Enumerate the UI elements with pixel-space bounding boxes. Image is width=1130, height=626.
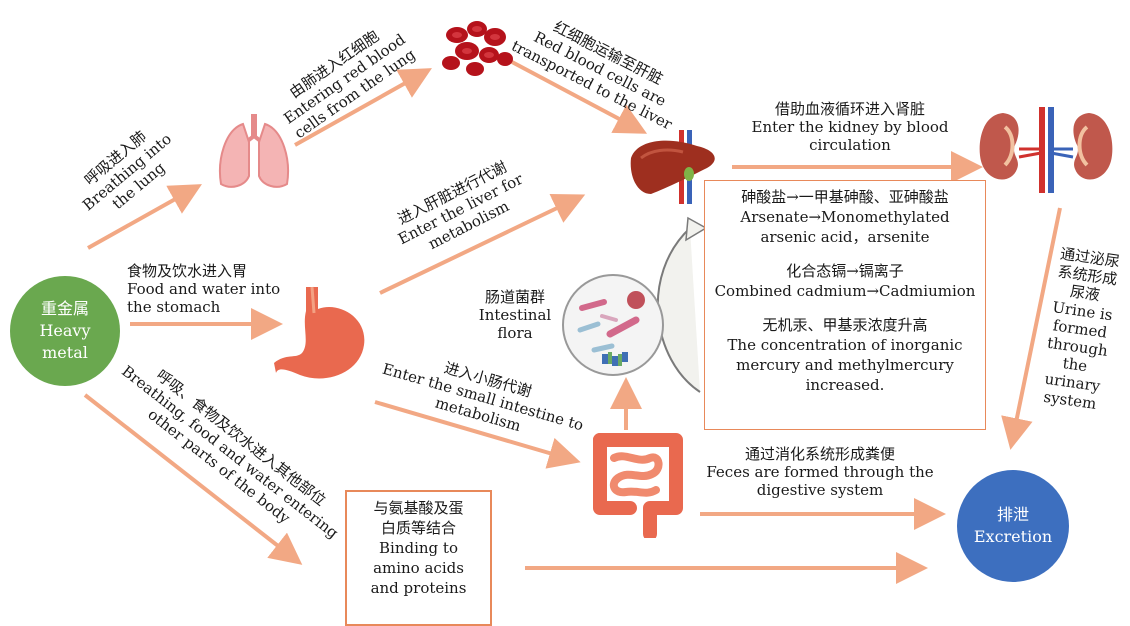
metab-mercury-zh: 无机汞、甲基汞浓度升高 — [705, 315, 985, 335]
heavy-metal-en-1: Heavy — [39, 320, 90, 342]
heavy-metal-zh: 重金属 — [41, 298, 89, 320]
intestine-icon — [590, 430, 686, 538]
label-to-kidney-en1: Enter the kidney by blood — [740, 118, 960, 136]
label-food-stomach-en1: Food and water into — [127, 280, 287, 298]
metab-cadmium-zh: 化合态镉→镉离子 — [705, 261, 985, 281]
label-intestinal-flora-en2: flora — [470, 324, 560, 342]
label-intestinal-flora: 肠道菌群 Intestinal flora — [470, 288, 560, 342]
label-feces-zh: 通过消化系统形成粪便 — [700, 445, 940, 463]
stomach-icon — [272, 283, 372, 385]
label-food-stomach-zh: 食物及饮水进入胃 — [127, 262, 287, 280]
label-feces: 通过消化系统形成粪便 Feces are formed through the … — [700, 445, 940, 499]
binding-zh2: 白质等结合 — [347, 518, 490, 538]
metab-cadmium-en: Combined cadmium→Cadmiumion — [705, 281, 985, 301]
label-food-stomach-en2: the stomach — [127, 298, 287, 316]
kidney-icon — [975, 105, 1117, 195]
intestinal-flora-icon — [560, 272, 666, 378]
binding-en1: Binding to — [347, 538, 490, 558]
heavy-metal-node: 重金属 Heavy metal — [10, 276, 120, 386]
metab-mercury-en1: The concentration of inorganic — [705, 335, 985, 355]
metab-arsenic-zh: 砷酸盐→一甲基砷酸、亚砷酸盐 — [705, 187, 985, 207]
metab-mercury-en2: mercury and methylmercury — [705, 355, 985, 375]
label-to-kidney-zh: 借助血液循环进入肾脏 — [740, 100, 960, 118]
protein-binding-box: 与氨基酸及蛋 白质等结合 Binding to amino acids and … — [345, 490, 492, 626]
label-to-kidney: 借助血液循环进入肾脏 Enter the kidney by blood cir… — [740, 100, 960, 154]
binding-en3: and proteins — [347, 578, 490, 598]
metab-arsenic-en1: Arsenate→Monomethylated — [705, 207, 985, 227]
label-intestinal-flora-en1: Intestinal — [470, 306, 560, 324]
label-intestinal-flora-zh: 肠道菌群 — [470, 288, 560, 306]
label-feces-en1: Feces are formed through the — [700, 463, 940, 481]
label-to-kidney-en2: circulation — [740, 136, 960, 154]
binding-en2: amino acids — [347, 558, 490, 578]
label-food-stomach: 食物及饮水进入胃 Food and water into the stomach — [127, 262, 287, 316]
excretion-node: 排泄 Excretion — [957, 470, 1069, 582]
metab-arsenic-en2: arsenic acid，arsenite — [705, 227, 985, 247]
excretion-en: Excretion — [974, 526, 1052, 548]
label-feces-en2: digestive system — [700, 481, 940, 499]
heavy-metal-en-2: metal — [42, 342, 88, 364]
liver-metabolism-box: 砷酸盐→一甲基砷酸、亚砷酸盐 Arsenate→Monomethylated a… — [704, 180, 986, 430]
binding-zh1: 与氨基酸及蛋 — [347, 498, 490, 518]
excretion-zh: 排泄 — [997, 504, 1029, 526]
metab-mercury-en3: increased. — [705, 375, 985, 395]
